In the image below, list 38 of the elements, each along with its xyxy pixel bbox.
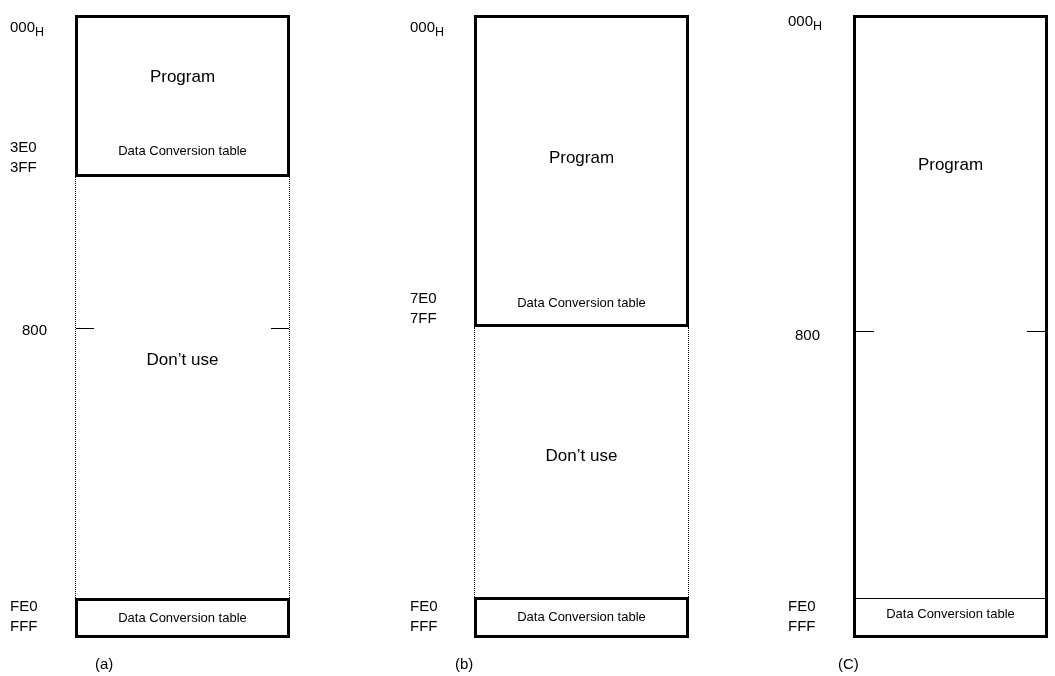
region-label: Don’t use — [145, 350, 220, 370]
address-label: (a) — [95, 656, 114, 671]
region-label: Program — [916, 155, 985, 175]
memory-region — [75, 15, 290, 136]
memory-region — [75, 135, 290, 177]
region-label: Data Conversion table — [117, 142, 248, 158]
address-label: 000$_{H}$ — [788, 13, 823, 33]
region-label: Don’t use — [544, 446, 619, 466]
address-label: FFF — [788, 618, 816, 633]
address-label: FE0 — [410, 598, 438, 613]
address-label: 000$_{H}$ — [10, 19, 45, 39]
address-label: (b) — [455, 656, 474, 671]
address-label: 800 — [22, 322, 48, 337]
memory-region — [75, 177, 290, 598]
memory-region — [853, 15, 1048, 599]
region-label: Data Conversion table — [516, 294, 647, 310]
region-label: Program — [547, 148, 616, 168]
address-label: 3E0 — [10, 139, 37, 154]
address-label: 7E0 — [410, 290, 437, 305]
address-label: 800 — [795, 327, 821, 342]
address-label: 000$_{H}$ — [410, 19, 445, 39]
memory-region — [474, 327, 689, 597]
memory-region — [474, 287, 689, 327]
region-label: Data Conversion table — [117, 609, 248, 625]
memory-region — [474, 15, 689, 288]
region-label: Program — [148, 67, 217, 87]
memory-region — [75, 598, 290, 638]
memory-region — [474, 597, 689, 638]
region-label: Data Conversion table — [516, 608, 647, 624]
memory-region — [853, 598, 1048, 638]
address-label: FFF — [410, 618, 438, 633]
address-label: FFF — [10, 618, 38, 633]
address-label: 3FF — [10, 159, 37, 174]
address-label: 7FF — [410, 310, 437, 325]
address-label: FE0 — [10, 598, 38, 613]
address-label: (C) — [838, 656, 859, 671]
address-label: FE0 — [788, 598, 816, 613]
region-label: Data Conversion table — [885, 605, 1016, 621]
